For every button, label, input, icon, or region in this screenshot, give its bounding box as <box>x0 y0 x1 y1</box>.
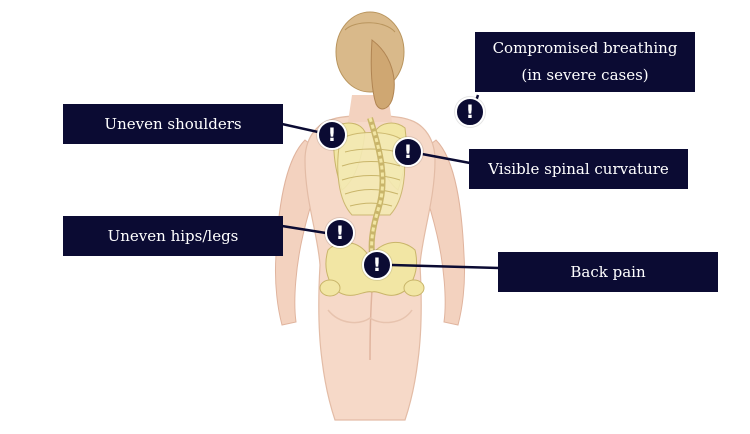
label-uneven-shoulders: Uneven shoulders <box>63 104 283 144</box>
exclamation-icon: ! <box>317 120 347 150</box>
exclamation-icon: ! <box>325 218 355 248</box>
exclamation-icon: ! <box>393 137 423 167</box>
exclamation-icon: ! <box>362 250 392 280</box>
skeleton <box>319 117 425 297</box>
head-hair <box>335 11 405 110</box>
exclamation-icon: ! <box>455 97 485 127</box>
label-compromised-breathing: Compromised breathing (in severe cases) <box>475 32 695 92</box>
connector-lines <box>281 94 500 270</box>
label-back-pain: Back pain <box>498 252 718 292</box>
label-visible-spinal-curvature: Visible spinal curvature <box>469 149 688 189</box>
label-uneven-hips-legs: Uneven hips/legs <box>63 216 283 256</box>
